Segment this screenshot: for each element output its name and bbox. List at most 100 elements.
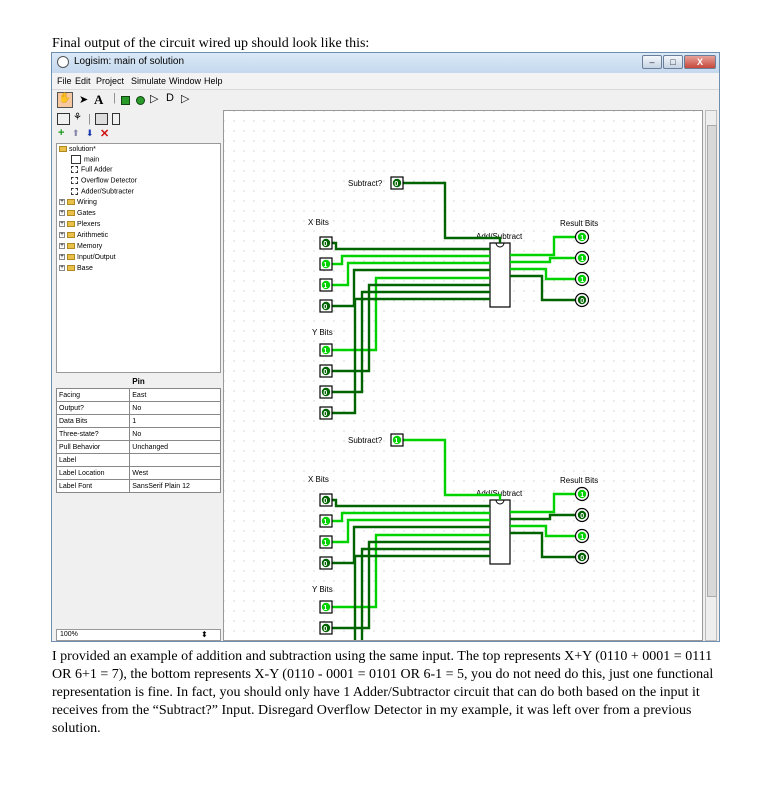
menu-edit[interactable]: Edit — [75, 76, 91, 86]
window-title: Logisim: main of solution — [74, 56, 185, 67]
title-bar[interactable]: Logisim: main of solution – □ X — [52, 53, 719, 73]
tree-circuit-main[interactable]: main — [71, 155, 99, 164]
zoom-control[interactable]: 100% ⬍ — [56, 629, 221, 641]
folder-icon — [67, 210, 75, 217]
attribute-value[interactable]: No — [129, 401, 221, 415]
bottom-x-pin-1-dot — [321, 516, 331, 526]
bottom-y-wire-3 — [332, 554, 490, 672]
menu-window[interactable]: Window — [169, 76, 202, 86]
top-result-pin-3-dot — [577, 295, 587, 305]
toolbar-separator-2: | — [88, 113, 91, 125]
menu-simulate[interactable]: Simulate — [131, 76, 167, 86]
folder-icon — [59, 146, 67, 153]
folder-icon — [67, 265, 75, 272]
attribute-value[interactable]: West — [129, 466, 221, 480]
top-subtract-pin-value: 0 — [394, 181, 398, 188]
bottom-x-pin-1-value: 1 — [323, 519, 327, 526]
appearance-icon[interactable] — [95, 113, 108, 125]
tree-circuit-overflow-detector[interactable]: Overflow Detector — [71, 177, 137, 184]
top-y-pin-1-value: 0 — [323, 369, 327, 376]
not-gate-icon[interactable]: ▷ — [150, 93, 159, 105]
attribute-row[interactable]: Output?No — [55, 401, 221, 415]
tree-root[interactable]: solution* — [59, 146, 96, 153]
menu-help[interactable]: Help — [204, 76, 223, 86]
close-button[interactable]: X — [684, 55, 716, 69]
top-result-pin-0-dot — [577, 232, 587, 242]
top-x-pin-0-value: 0 — [323, 241, 327, 248]
tree-circuit-full-adder[interactable]: Full Adder — [71, 166, 113, 173]
explorer-toggle-icon[interactable] — [57, 113, 70, 125]
tree-library-arithmetic[interactable]: +Arithmetic — [59, 232, 109, 239]
expand-icon[interactable]: + — [59, 210, 65, 217]
or-gate-icon[interactable]: ▷ — [181, 93, 190, 105]
attribute-row[interactable]: Three-state?No — [55, 427, 221, 441]
move-up-icon[interactable]: ⬆ — [72, 128, 80, 138]
bottom-result-pin-2-dot — [577, 531, 587, 541]
top-result-pin-1-value: 1 — [580, 256, 584, 263]
select-tool-icon[interactable]: ➤ — [79, 94, 89, 106]
attribute-value[interactable]: No — [129, 427, 221, 441]
attribute-value[interactable]: East — [129, 388, 221, 402]
bottom-x-pin-3-value: 0 — [323, 561, 327, 568]
attribute-value[interactable]: Unchanged — [129, 440, 221, 454]
attribute-value[interactable]: 1 — [129, 414, 221, 428]
expand-icon[interactable]: + — [59, 221, 65, 228]
zoom-spinner-icon[interactable]: ⬍ — [201, 630, 208, 639]
bottom-subtract-label: Subtract? — [348, 436, 383, 445]
expand-icon[interactable]: + — [59, 265, 65, 272]
attribute-row[interactable]: Label — [55, 453, 221, 467]
attribute-name: Data Bits — [55, 414, 131, 428]
expand-icon[interactable]: + — [59, 254, 65, 261]
maximize-button[interactable]: □ — [663, 55, 683, 69]
top-y-wire-1 — [332, 283, 490, 373]
scroll-thumb[interactable] — [707, 125, 717, 597]
component-icon[interactable] — [112, 113, 120, 125]
bottom-result-pin-3-dot — [577, 552, 587, 562]
tree-library-base[interactable]: +Base — [59, 265, 93, 272]
bottom-x-label: X Bits — [308, 475, 329, 484]
circuit-layout-icon[interactable]: ⚘ — [73, 112, 82, 123]
circuit-icon — [71, 188, 78, 195]
folder-icon — [67, 232, 75, 239]
move-down-icon[interactable]: ⬇ — [86, 128, 94, 138]
vertical-scrollbar[interactable] — [705, 110, 717, 641]
bottom-result-label: Result Bits — [560, 476, 598, 485]
attribute-name: Label — [55, 453, 131, 467]
expand-icon[interactable]: + — [59, 232, 65, 239]
attribute-name: Label Location — [55, 466, 131, 480]
project-toolbar: + ⬆ ⬇ ✕ — [52, 127, 222, 143]
app-icon — [57, 56, 69, 68]
top-result-wire-1 — [510, 256, 576, 264]
input-pin-icon[interactable] — [121, 96, 130, 105]
tree-library-input-output[interactable]: +Input/Output — [59, 254, 116, 261]
and-gate-icon[interactable]: D — [166, 92, 174, 104]
expand-icon[interactable]: + — [59, 243, 65, 250]
menu-file[interactable]: File — [57, 76, 72, 86]
tree-circuit-adder-subtracter[interactable]: Adder/Subtracter — [71, 188, 134, 195]
top-result-wire-0 — [510, 235, 576, 257]
explorer-tree: solution* main Full Adder Overflow Detec… — [56, 143, 221, 373]
expand-icon[interactable]: + — [59, 199, 65, 206]
tree-library-gates[interactable]: +Gates — [59, 210, 96, 217]
tree-library-wiring[interactable]: +Wiring — [59, 199, 97, 206]
menu-project[interactable]: Project — [96, 76, 125, 86]
top-result-pin-0-value: 1 — [580, 235, 584, 242]
text-tool-icon[interactable]: A — [94, 92, 104, 107]
poke-tool-icon[interactable]: ✋ — [57, 92, 73, 108]
tree-library-memory[interactable]: +Memory — [59, 243, 103, 250]
attribute-value[interactable] — [129, 453, 221, 467]
attribute-value[interactable]: SansSerif Plain 12 — [129, 479, 221, 493]
minimize-button[interactable]: – — [642, 55, 662, 69]
add-circuit-icon[interactable]: + — [58, 127, 65, 139]
tree-library-plexers[interactable]: +Plexers — [59, 221, 101, 228]
output-pin-icon[interactable] — [136, 96, 145, 105]
delete-circuit-icon[interactable]: ✕ — [100, 128, 110, 140]
